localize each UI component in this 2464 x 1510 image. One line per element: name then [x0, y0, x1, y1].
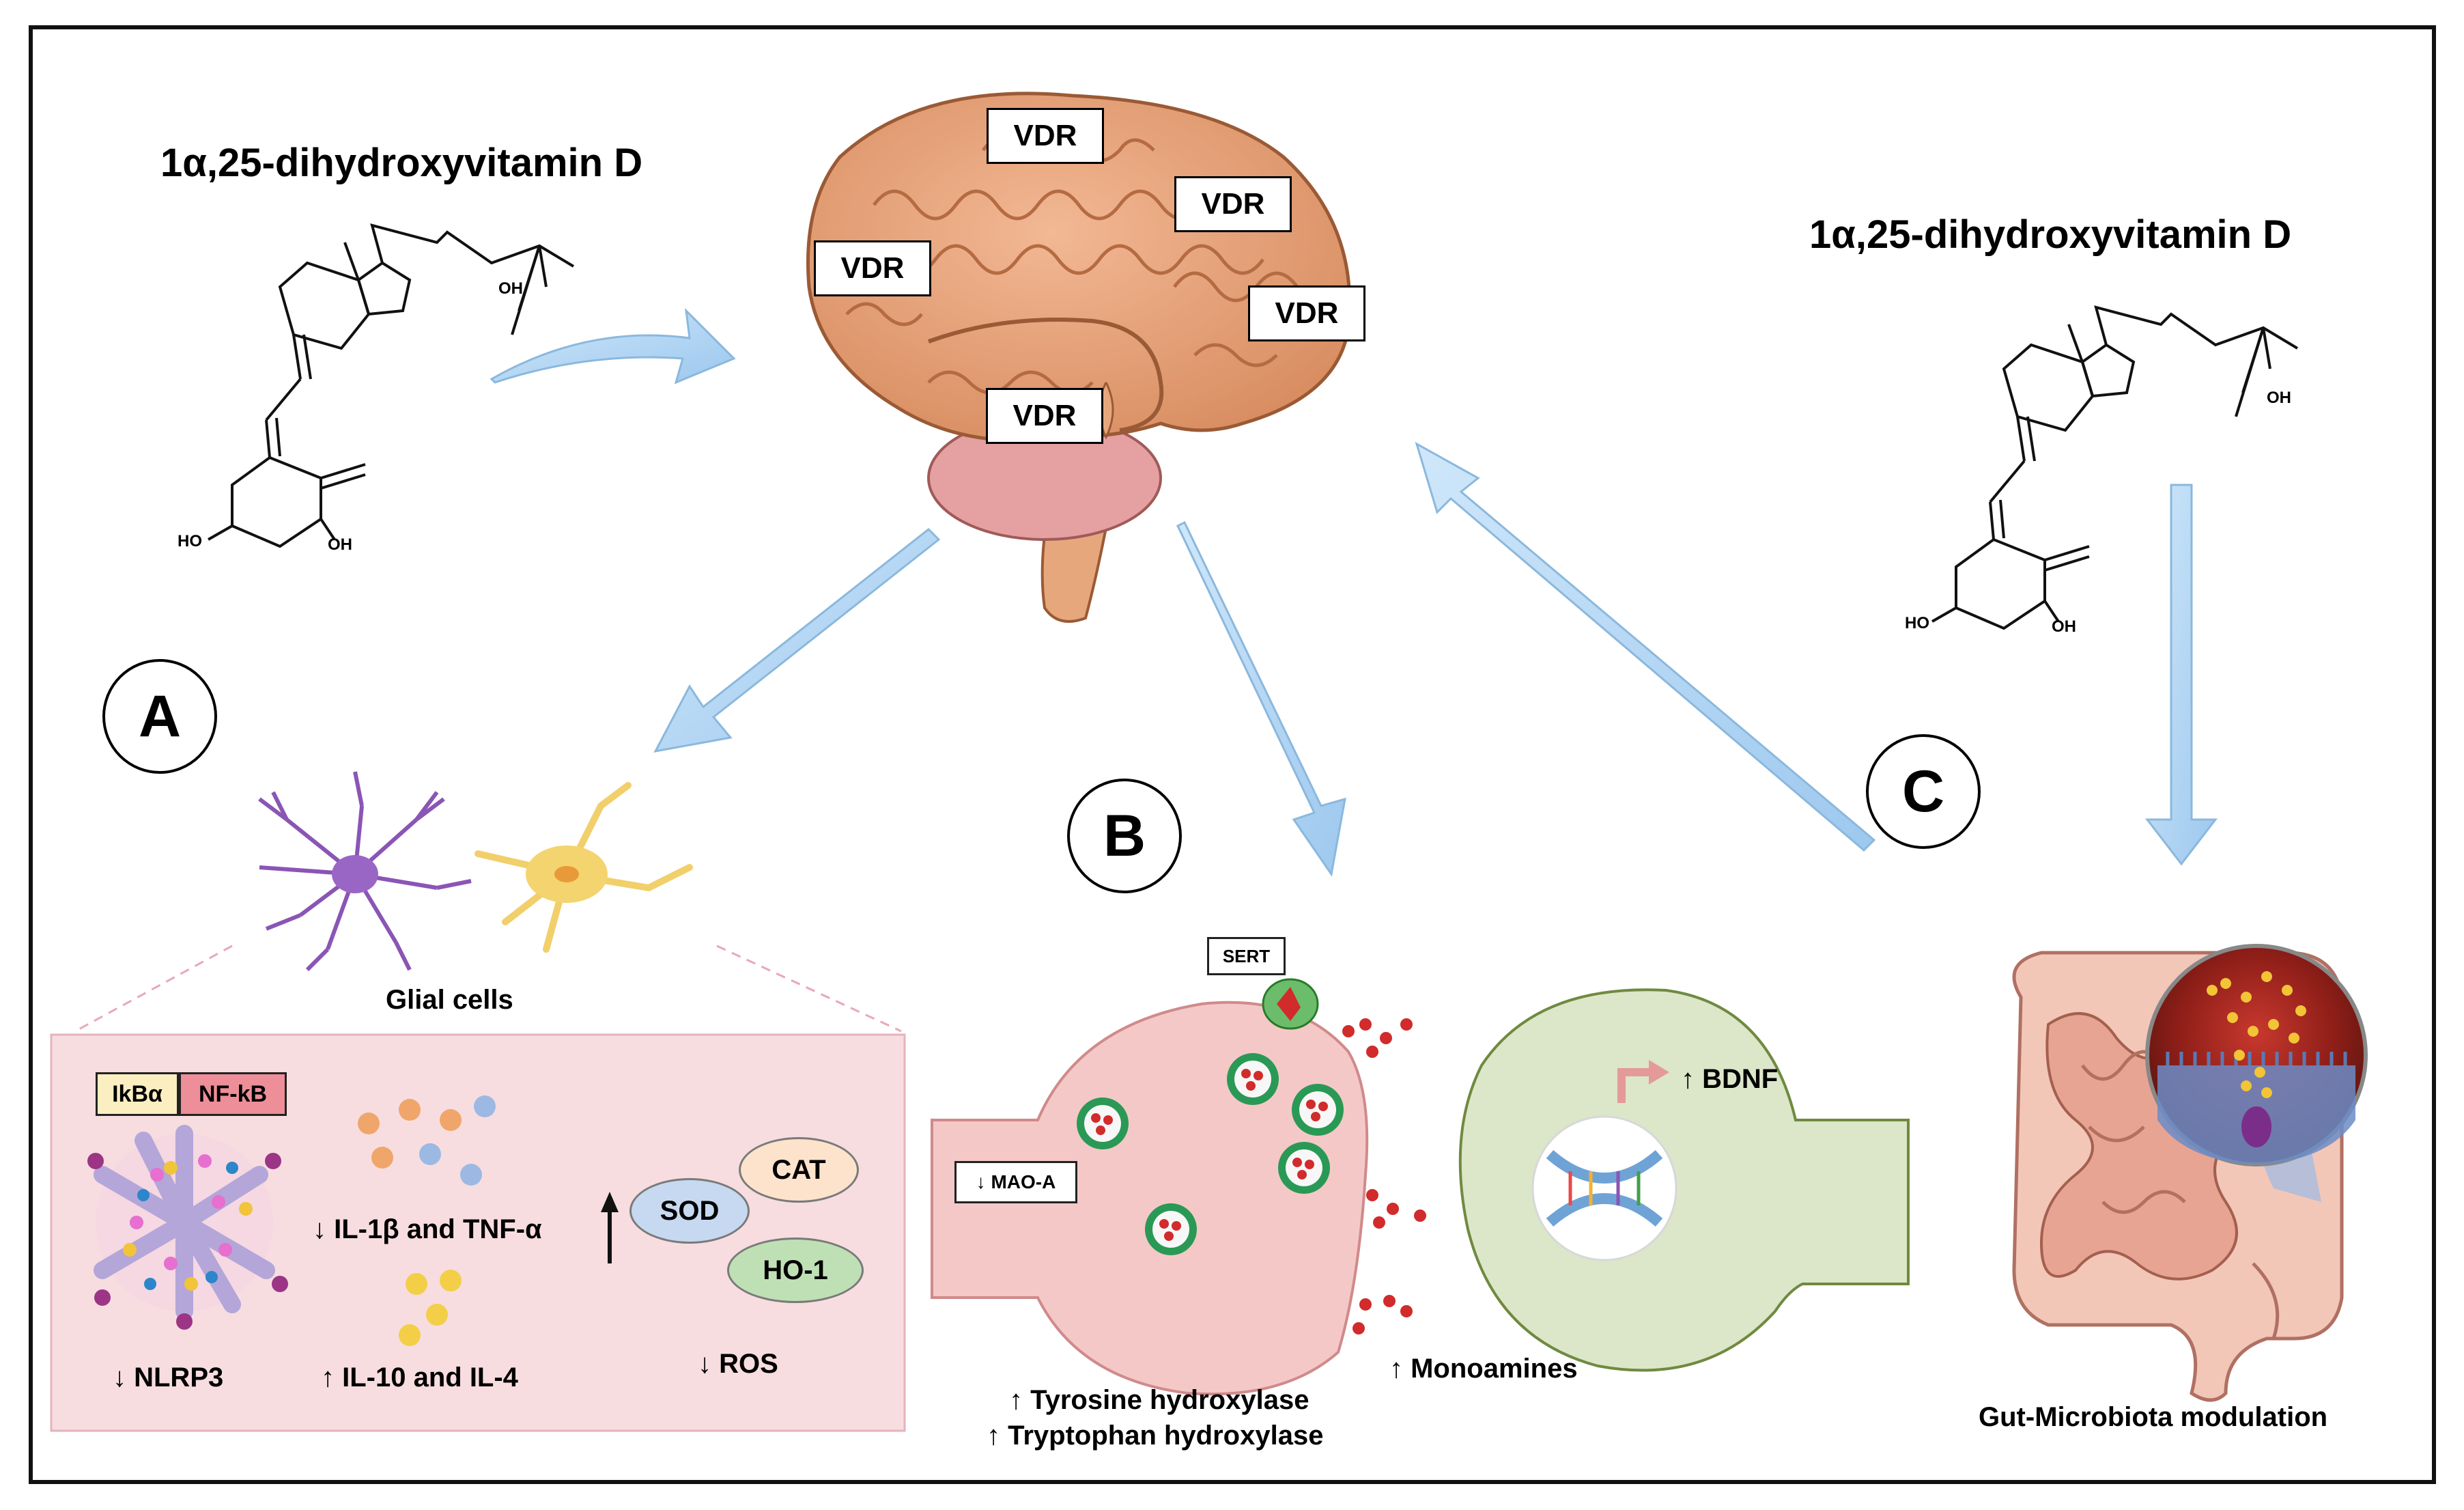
- bdnf-label: ↑ BDNF: [1681, 1064, 1779, 1094]
- sert-transporter: [1262, 978, 1319, 1030]
- nlrp3-inflammasome: [87, 1125, 288, 1330]
- arrow-brain-to-glial: [653, 527, 941, 753]
- astrocyte-cell: [475, 782, 693, 953]
- ho-label-right: HO: [1905, 614, 1929, 632]
- oh-label-right-bottom: OH: [2052, 617, 2076, 636]
- panel-b-circle: B: [1067, 779, 1182, 893]
- vitamin-d-label-right: 1α,25-dihydroxyvitamin D: [1809, 212, 2292, 257]
- ros-label: ↓ ROS: [698, 1349, 778, 1379]
- il10-il4-label: ↑ IL-10 and IL-4: [321, 1362, 518, 1393]
- oh-label-left-top: OH: [498, 279, 523, 298]
- arrow-brain-to-synapse: [1176, 520, 1346, 877]
- glial-cells-label: Glial cells: [386, 985, 513, 1015]
- cytokines-up: [399, 1270, 462, 1346]
- microglia-body: [332, 855, 378, 893]
- zoom-line-left: [74, 945, 233, 1033]
- transcription-arrow-icon: [1617, 1068, 1652, 1103]
- nlrp3-label: ↓ NLRP3: [113, 1362, 224, 1393]
- transcription-arrowhead: [1649, 1060, 1669, 1085]
- sod-ellipse: SOD: [629, 1178, 750, 1244]
- monoamines-label: ↑ Monoamines: [1389, 1354, 1578, 1384]
- brain-illustration: [806, 92, 1352, 623]
- vdr-box-1: VDR: [987, 108, 1104, 164]
- panel-a-circle: A: [102, 659, 217, 774]
- astrocyte-nucleus: [554, 866, 579, 882]
- panel-c-circle: C: [1866, 734, 1981, 849]
- ho-label-left: HO: [178, 532, 202, 550]
- cytokines-down: [358, 1095, 496, 1186]
- antioxidant-up-arrowhead: [601, 1192, 619, 1212]
- oh-label-left-bottom: OH: [328, 535, 352, 554]
- il1b-tnfa-label: ↓ IL-1β and TNF-α: [313, 1214, 542, 1244]
- vitamin-d-molecule-left: [208, 223, 575, 548]
- zoom-line-right: [716, 945, 902, 1033]
- arrow-molecule-to-brain: [490, 307, 736, 385]
- microglia-cell: [258, 771, 472, 972]
- vitamin-d-molecule-right: [1931, 305, 2299, 630]
- outer-frame: [29, 25, 2436, 1484]
- vdr-box-2: VDR: [1174, 176, 1292, 232]
- vdr-box-3: VDR: [814, 240, 931, 296]
- postsynaptic-neuron: [1458, 988, 1910, 1372]
- sert-box: SERT: [1207, 937, 1286, 975]
- vitamin-d-label-left: 1α,25-dihydroxyvitamin D: [160, 141, 643, 185]
- cat-ellipse: CAT: [739, 1137, 859, 1203]
- gut-microbiota-label: Gut-Microbiota modulation: [1979, 1402, 2328, 1432]
- dna-helix-icon: [1531, 1115, 1677, 1261]
- nfkb-box: NF-kB: [179, 1072, 287, 1116]
- monoamine-dots-in-vesicles: [1091, 1069, 1328, 1241]
- vdr-box-4: VDR: [1248, 285, 1365, 341]
- released-monoamines: [1342, 1018, 1426, 1334]
- tryptophan-hydroxylase-label: ↑ Tryptophan hydroxylase: [987, 1421, 1324, 1451]
- mao-a-box: ↓ MAO-A: [954, 1161, 1077, 1203]
- ikba-box: IkBα: [96, 1072, 179, 1116]
- ho1-ellipse: HO-1: [727, 1238, 864, 1303]
- gut-microbiota-magnifier: [2145, 944, 2368, 1166]
- tyrosine-hydroxylase-label: ↑ Tyrosine hydroxylase: [1009, 1385, 1309, 1415]
- oh-label-right-top: OH: [2267, 389, 2291, 407]
- arrow-molecule-to-gut: [2144, 484, 2218, 866]
- vdr-box-5: VDR: [986, 388, 1103, 444]
- arrow-gut-to-brain: [1415, 441, 1876, 852]
